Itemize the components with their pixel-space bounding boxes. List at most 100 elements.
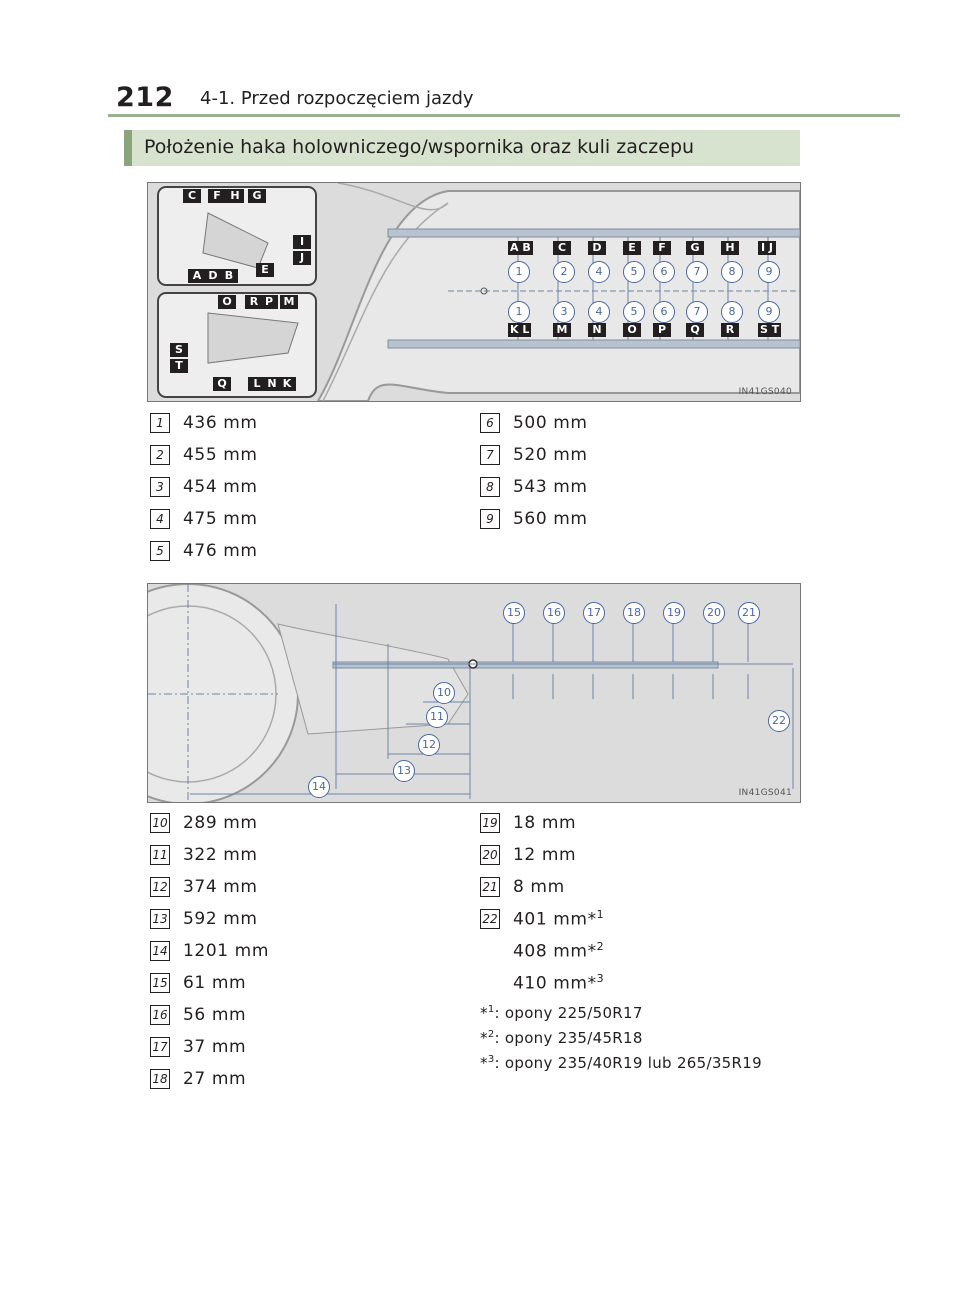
dimension-number: 10 [150, 813, 170, 833]
dimension-number-marker: 9 [758, 261, 780, 283]
section-title: Położenie haka holowniczego/wspornika or… [144, 136, 695, 158]
dimension-number-marker: 8 [721, 301, 743, 323]
letter-marker: R [245, 295, 263, 309]
dimension-value: 475 mm [183, 509, 258, 529]
dimension-value: 408 mm*2 [513, 940, 605, 962]
letter-marker: Q [213, 377, 231, 391]
dimension-row: 3 454 mm [150, 474, 258, 500]
dimension-row: 410 mm*3 [480, 970, 604, 996]
dimension-number-marker: 18 [623, 602, 645, 624]
dimension-number-marker: 4 [588, 261, 610, 283]
dimension-value: 61 mm [183, 973, 247, 993]
dimension-number-marker: 5 [623, 261, 645, 283]
dimension-value: 322 mm [183, 845, 258, 865]
dimension-number: 6 [480, 413, 500, 433]
letter-marker: K L [508, 323, 532, 337]
dimension-number-marker: 5 [623, 301, 645, 323]
dimension-number: 3 [150, 477, 170, 497]
dimension-number-marker: 7 [686, 261, 708, 283]
dimension-number: 5 [150, 541, 170, 561]
letter-marker: S T [758, 323, 782, 337]
dimension-value: 455 mm [183, 445, 258, 465]
letter-marker: C [553, 241, 571, 255]
letter-marker: L [248, 377, 266, 391]
dimension-number-marker: 1 [508, 261, 530, 283]
dimension-number: 19 [480, 813, 500, 833]
letter-marker: Q [686, 323, 704, 337]
dimension-number-marker: 22 [768, 710, 790, 732]
dimension-number: 18 [150, 1069, 170, 1089]
figure2-code: IN41GS041 [738, 788, 792, 798]
letter-marker: D [588, 241, 606, 255]
dimension-value: 12 mm [513, 845, 577, 865]
dimension-number: 4 [150, 509, 170, 529]
letter-marker: P [260, 295, 278, 309]
letter-marker: O [218, 295, 236, 309]
dimension-number-marker: 12 [418, 734, 440, 756]
letter-marker: E [623, 241, 641, 255]
letter-marker: G [686, 241, 704, 255]
dimension-number: 2 [150, 445, 170, 465]
dimension-number: 20 [480, 845, 500, 865]
dimension-value: 454 mm [183, 477, 258, 497]
dimension-value: 37 mm [183, 1037, 247, 1057]
dimension-number-marker: 2 [553, 261, 575, 283]
dimension-number-marker: 16 [543, 602, 565, 624]
letter-marker: F [208, 189, 226, 203]
dimension-number: 11 [150, 845, 170, 865]
letter-marker: G [248, 189, 266, 203]
letter-marker: F [653, 241, 671, 255]
section-bar-accent [124, 130, 132, 166]
dimension-value: 592 mm [183, 909, 258, 929]
letter-marker: M [553, 323, 571, 337]
footnote-ref: 2 [596, 940, 605, 954]
dimension-number-marker: 4 [588, 301, 610, 323]
dimension-row: 5 476 mm [150, 538, 258, 564]
dimension-row: 408 mm*2 [480, 938, 604, 964]
letter-marker: S [170, 343, 188, 357]
letter-marker: A B [508, 241, 533, 255]
letter-marker: H [226, 189, 244, 203]
dimension-number-marker: 13 [393, 760, 415, 782]
letter-marker: P [653, 323, 671, 337]
dimension-value: 410 mm*3 [513, 972, 605, 994]
dimension-number: 15 [150, 973, 170, 993]
dimension-number-marker: 8 [721, 261, 743, 283]
letter-marker: O [623, 323, 641, 337]
letter-marker: N [263, 377, 281, 391]
page-number: 212 [116, 82, 174, 113]
letter-marker: N [588, 323, 606, 337]
top-view-drawing [157, 183, 800, 401]
dimension-number-marker: 10 [433, 682, 455, 704]
dimension-number-marker: 3 [553, 301, 575, 323]
dimension-value: 476 mm [183, 541, 258, 561]
side-view-drawing [148, 584, 794, 802]
dimension-number: 9 [480, 509, 500, 529]
dimension-number: 22 [480, 909, 500, 929]
dimension-number-marker: 15 [503, 602, 525, 624]
dimension-number-marker: 17 [583, 602, 605, 624]
dimension-value: 8 mm [513, 877, 565, 897]
footnote: *3: opony 235/40R19 lub 265/35R19 [480, 1054, 762, 1072]
dimension-row: 15 61 mm [150, 970, 246, 996]
dimension-number: 16 [150, 1005, 170, 1025]
footnote-ref: 1 [596, 908, 605, 922]
dimension-number-marker: 1 [508, 301, 530, 323]
letter-marker: M [280, 295, 298, 309]
footnote: *2: opony 235/45R18 [480, 1029, 643, 1047]
dimension-row: 2 455 mm [150, 442, 258, 468]
